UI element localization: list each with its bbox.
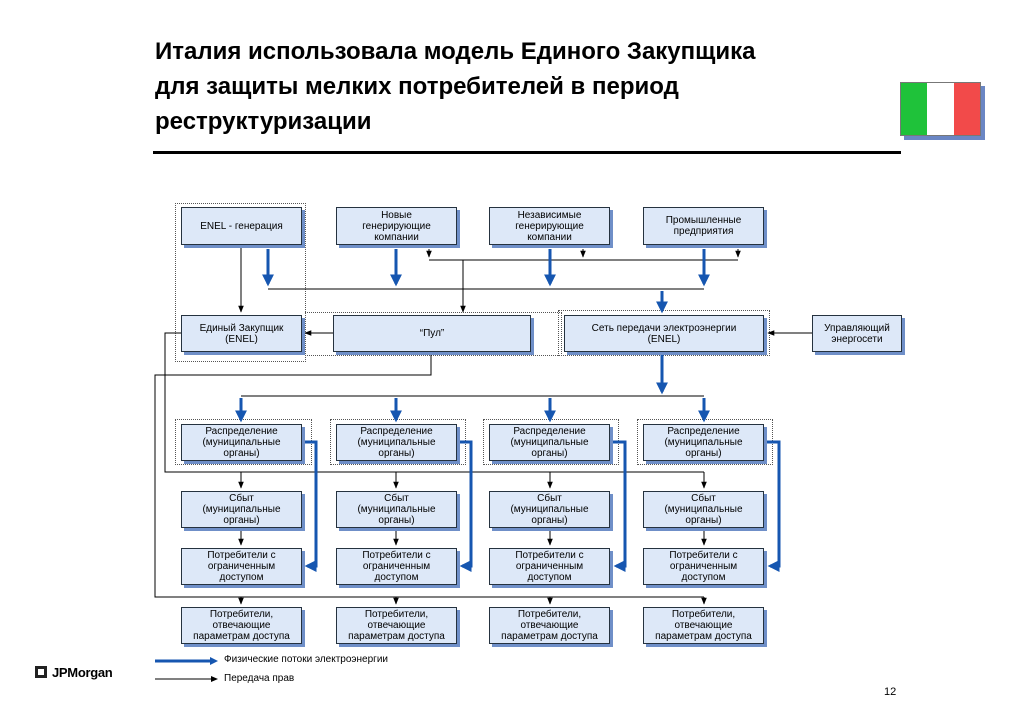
distribution-node-2: Распределение (муниципальные органы) [336, 424, 457, 461]
captive-consumers-node-1: Потребители с ограниченным доступом [181, 548, 302, 585]
eligible-consumers-node-1: Потребители, отвечающие параметрам досту… [181, 607, 302, 644]
distribution-node-4: Распределение (муниципальные органы) [643, 424, 764, 461]
transmission-grid-node: Сеть передачи электроэнергии (ENEL) [564, 315, 764, 352]
grid-operator-node: Управляющий энергосети [812, 315, 902, 352]
legend-rights-transfer: Передача прав [224, 673, 295, 684]
rights-pool-bus [154, 352, 704, 598]
flag-stripe-green [901, 83, 928, 135]
sales-node-3: Сбыт (муниципальные органы) [489, 491, 610, 528]
eligible-consumers-node-2: Потребители, отвечающие параметрам досту… [336, 607, 457, 644]
rights-buyer-bus [164, 332, 704, 473]
eligible-consumers-node-4: Потребители, отвечающие параметрам досту… [643, 607, 764, 644]
sales-node-4: Сбыт (муниципальные органы) [643, 491, 764, 528]
sales-node-1: Сбыт (муниципальные органы) [181, 491, 302, 528]
flow-to-captive-2 [459, 440, 473, 572]
enel-generation-node: ENEL - генерация [181, 207, 302, 245]
page-number: 12 [884, 686, 897, 698]
captive-consumers-node-4: Потребители с ограниченным доступом [643, 548, 764, 585]
eligible-consumers-node-3: Потребители, отвечающие параметрам досту… [489, 607, 610, 644]
flow-to-captive-4 [767, 440, 781, 572]
legend-physical-flows: Физические потоки электроэнергии [224, 654, 388, 665]
single-buyer-node: Единый Закупщик (ENEL) [181, 315, 302, 352]
distribution-node-1: Распределение (муниципальные органы) [181, 424, 302, 461]
flow-to-captive-1 [304, 440, 318, 572]
flag-stripe-red [953, 83, 980, 135]
independent-generation-companies-node: Независимые генерирующие компании [489, 207, 610, 245]
title-line-3: реструктуризации [155, 108, 372, 135]
pool-node: “Пул” [333, 315, 531, 352]
title-divider [153, 151, 901, 154]
legend-swatches [155, 657, 218, 682]
captive-consumers-node-3: Потребители с ограниченным доступом [489, 548, 610, 585]
distribution-node-3: Распределение (муниципальные органы) [489, 424, 610, 461]
captive-consumers-node-2: Потребители с ограниченным доступом [336, 548, 457, 585]
title-line-1: Италия использовала модель Единого Закуп… [155, 38, 756, 65]
industrial-enterprises-node: Промышленные предприятия [643, 207, 764, 245]
enel-group-frame [175, 203, 306, 362]
jpmorgan-logo-text: JPMorgan [52, 664, 113, 680]
italy-flag-icon [900, 82, 981, 136]
title-line-2: для защиты мелких потребителей в период [155, 73, 679, 100]
flag-stripe-white [927, 83, 954, 135]
sales-node-2: Сбыт (муниципальные органы) [336, 491, 457, 528]
page-title: Италия использовала модель Единого Закуп… [155, 34, 890, 139]
jpmorgan-logo: JPMorgan [33, 664, 113, 680]
jpmorgan-logo-icon [35, 666, 47, 678]
flow-to-captive-3 [613, 440, 627, 572]
new-generation-companies-node: Новые генерирующие компании [336, 207, 457, 245]
